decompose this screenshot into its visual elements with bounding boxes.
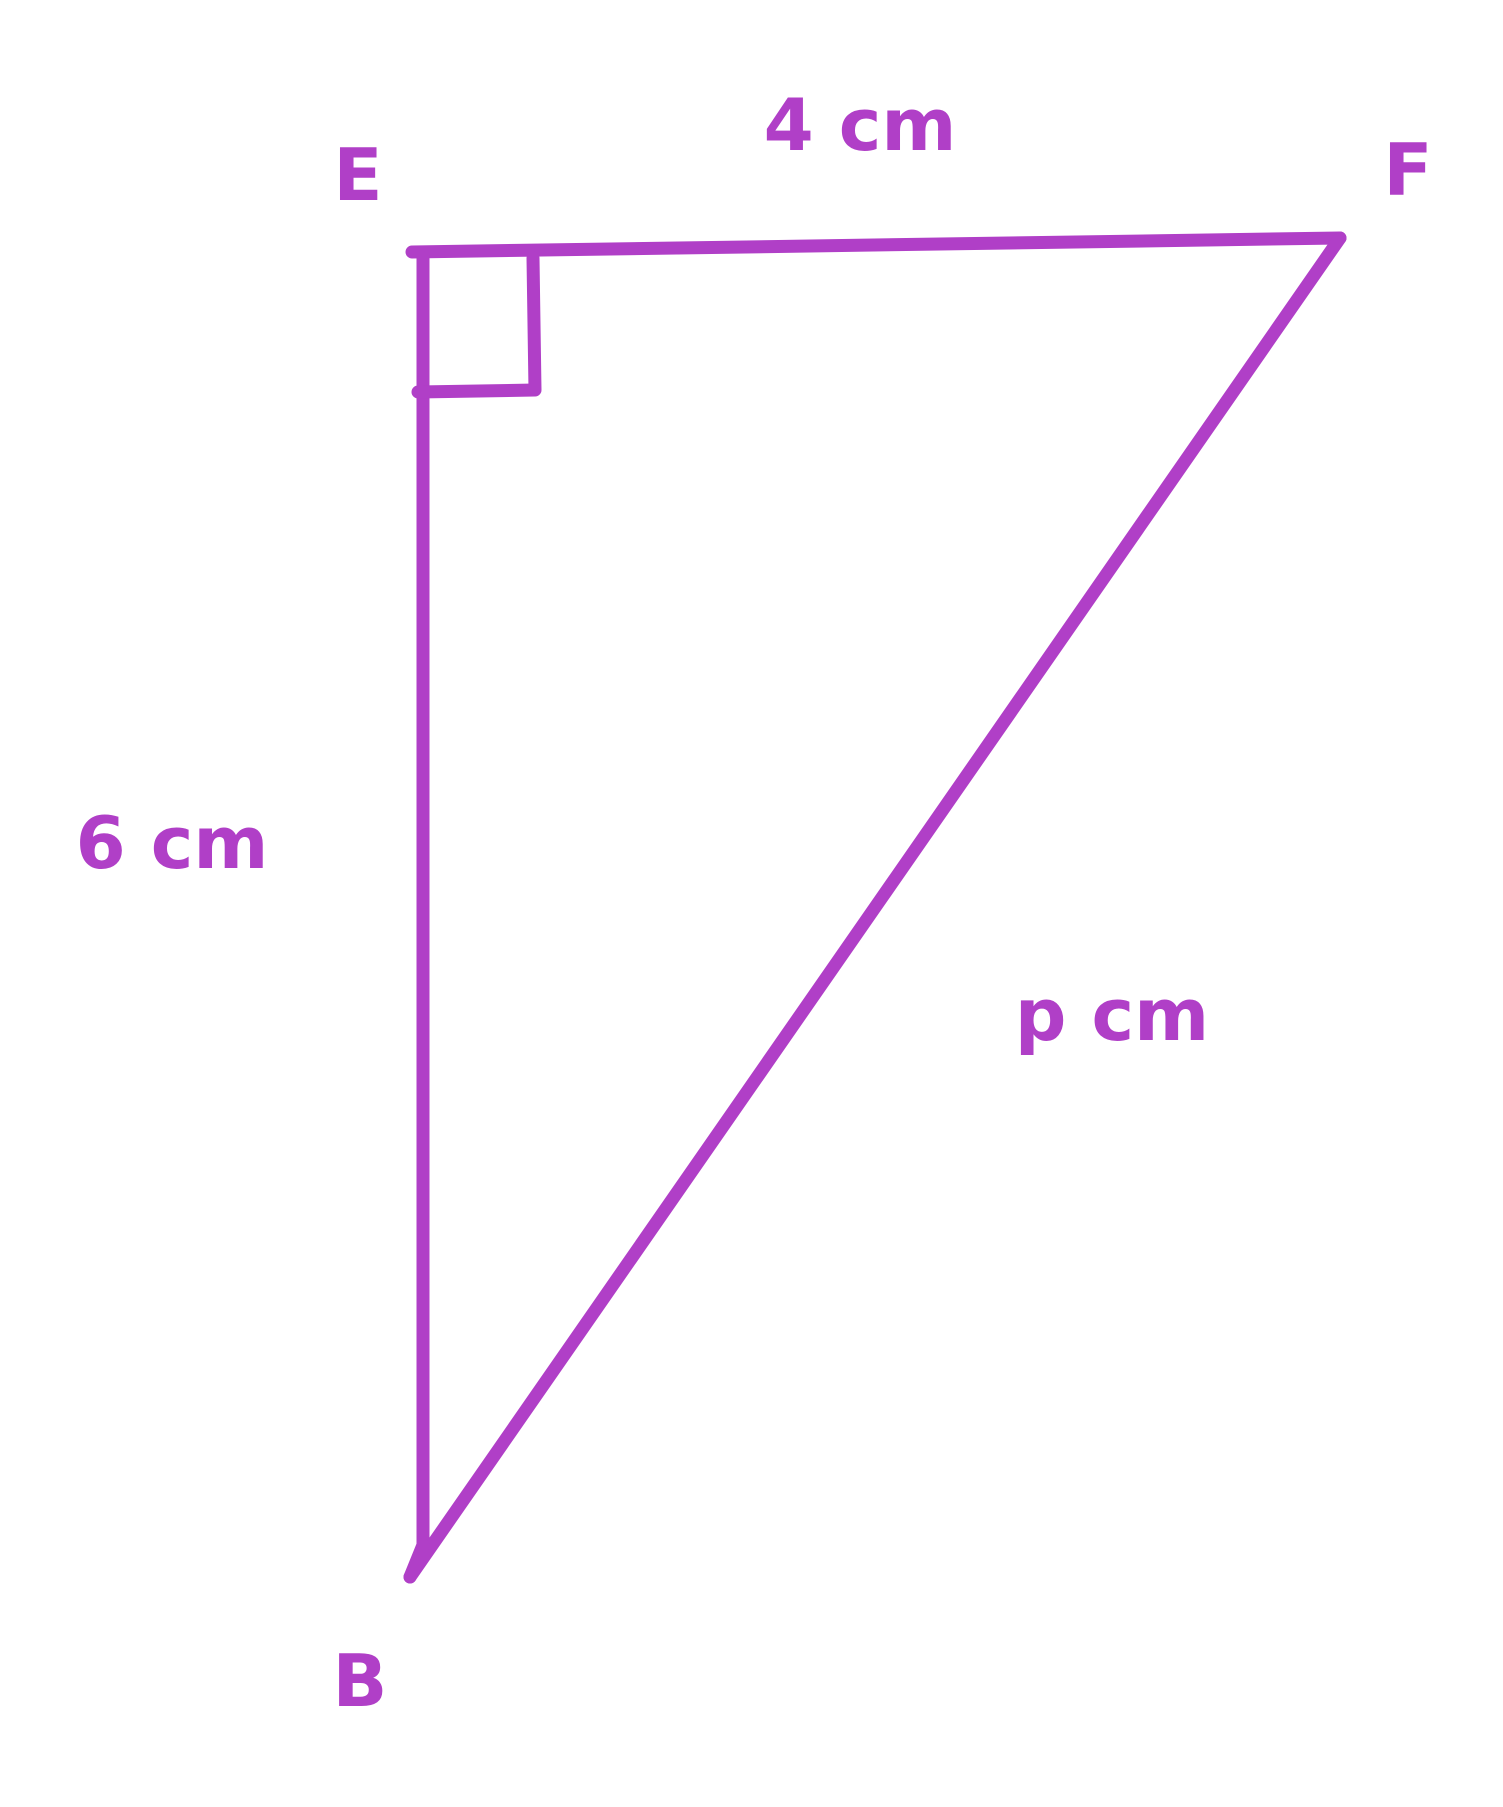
side-label-ef: 4 cm <box>764 83 957 167</box>
side-ef <box>405 231 1347 259</box>
vertex-label-b: B <box>333 1639 388 1723</box>
vertex-label-e: E <box>333 133 382 217</box>
side-label-eb: 6 cm <box>76 801 269 885</box>
vertex-label-f: F <box>1383 128 1432 212</box>
right-angle-marker <box>411 251 542 399</box>
bottom-tick <box>403 1538 430 1584</box>
triangle-efb <box>403 231 1347 1584</box>
side-bf <box>403 231 1347 1584</box>
side-label-bf: p cm <box>1015 973 1209 1057</box>
